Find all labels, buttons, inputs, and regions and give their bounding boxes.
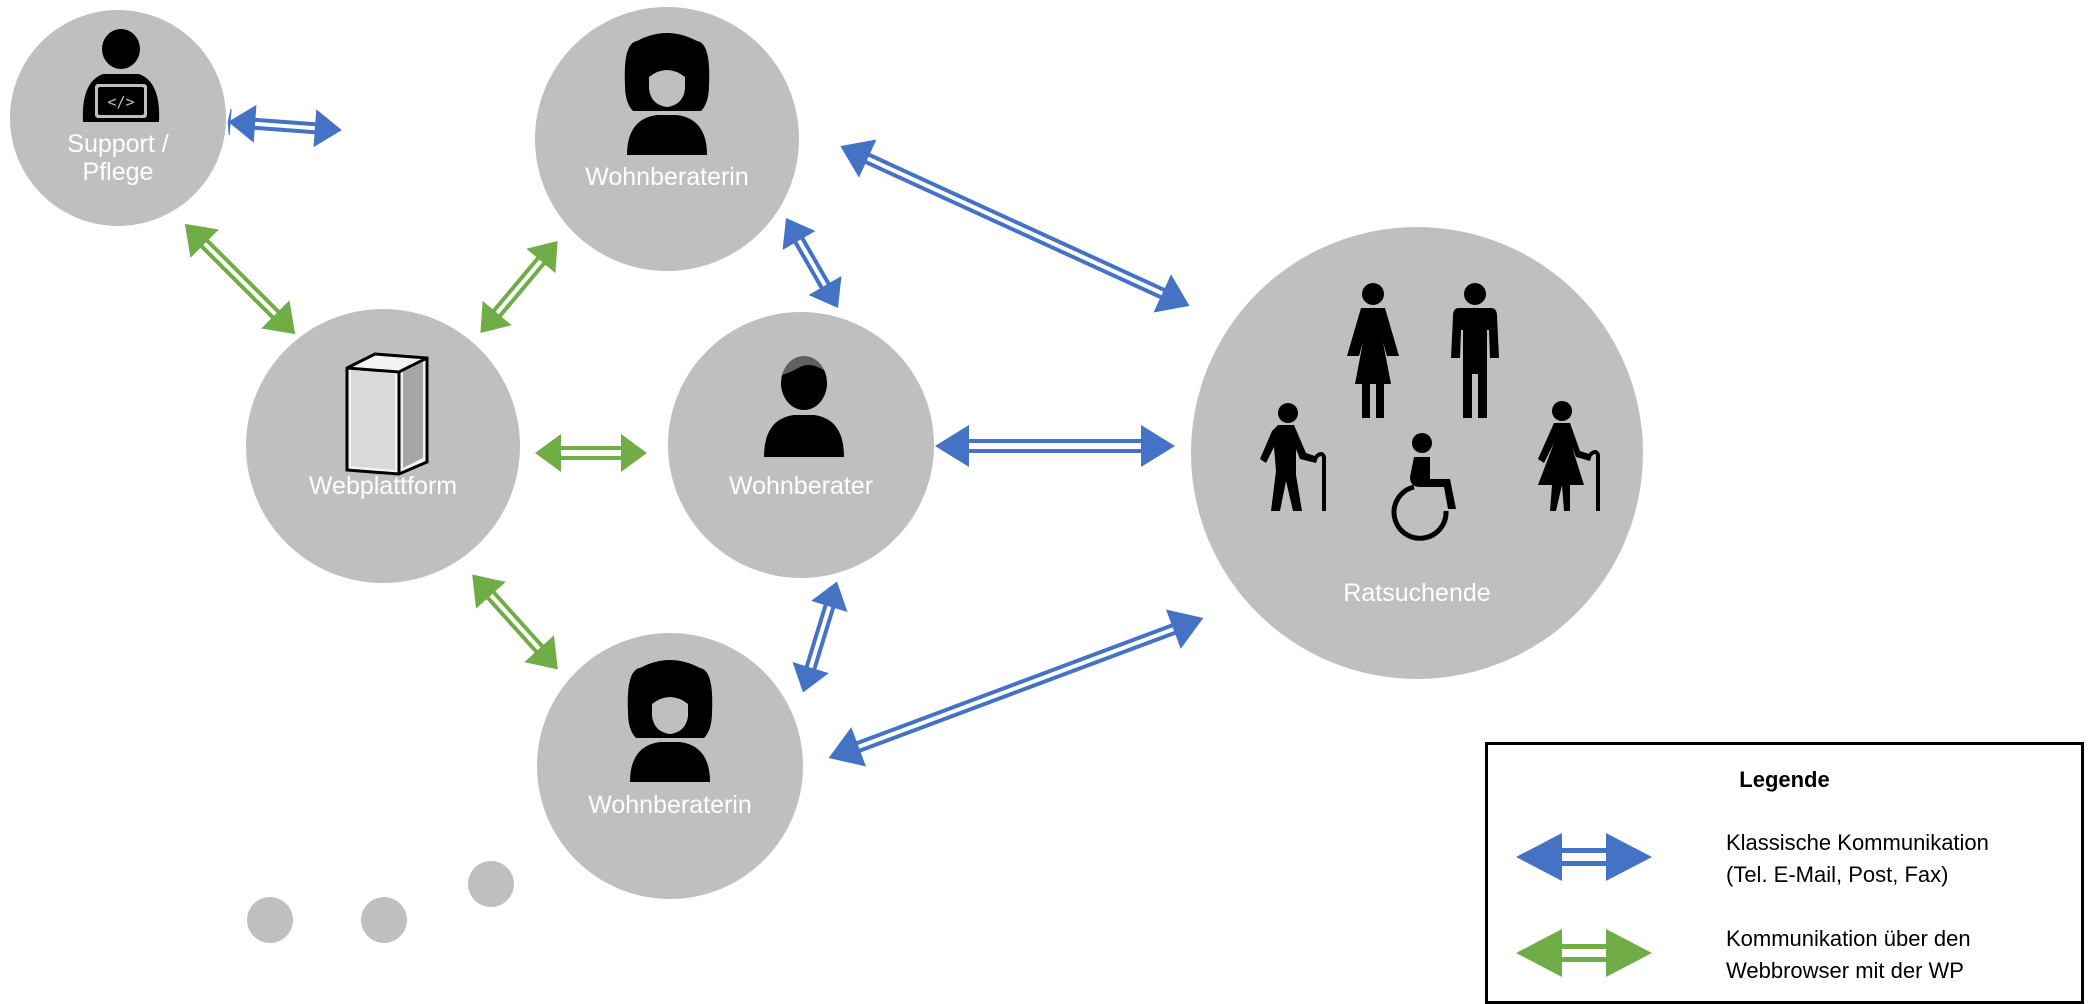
node-wohnberater-label: Wohnberater	[729, 472, 873, 500]
ellipsis-dots	[247, 861, 514, 943]
arrow-wohnberater-ratsuchende	[935, 425, 1175, 467]
node-wohnberaterin-bottom-label: Wohnberaterin	[588, 791, 752, 819]
node-wohnberaterin-top: Wohnberaterin	[535, 7, 799, 271]
legend-classic-line2: (Tel. E-Mail, Post, Fax)	[1726, 862, 1949, 887]
legend-item-web: Kommunikation über den Webbrowser mit de…	[1516, 923, 2071, 989]
legend-classic-line1: Klassische Kommunikation	[1726, 830, 1989, 855]
classic-arrows	[227, 104, 1204, 767]
arrow-support-webplattform	[184, 223, 296, 335]
legend: Legende Klassische Kommunikation (Tel. E…	[1485, 742, 2084, 1004]
ellipsis-dot	[468, 861, 514, 907]
woman-icon	[624, 33, 710, 155]
node-webplattform: Webplattform	[246, 309, 520, 583]
svg-text:</>: </>	[107, 93, 134, 111]
arrow-webplattform-wohnberaterin-bottom	[472, 574, 558, 670]
arrow-support-wohnberaterin-top	[227, 104, 342, 148]
ellipsis-dot	[247, 897, 293, 943]
node-wohnberater: Wohnberater	[668, 312, 934, 578]
ellipsis-dot	[361, 897, 407, 943]
green-double-arrow-icon	[1516, 929, 1652, 977]
arrow-wohnberater-wohnberaterin-bottom	[792, 581, 848, 693]
legend-web-line2: Webbrowser mit der WP	[1726, 958, 1964, 983]
legend-item-classic: Klassische Kommunikation (Tel. E-Mail, P…	[1516, 827, 2071, 893]
legend-text-classic: Klassische Kommunikation (Tel. E-Mail, P…	[1726, 827, 1989, 891]
legend-text-web: Kommunikation über den Webbrowser mit de…	[1726, 923, 1971, 987]
woman-icon	[627, 660, 713, 782]
arrow-webplattform-wohnberater	[535, 434, 647, 472]
node-ratsuchende: Ratsuchende	[1191, 227, 1643, 679]
node-wohnberaterin-top-label: Wohnberaterin	[585, 163, 749, 191]
node-support-label-1: Support /	[67, 130, 169, 158]
node-ratsuchende-label: Ratsuchende	[1343, 579, 1490, 607]
developer-laptop-icon: </>	[82, 29, 160, 122]
web-arrows	[184, 223, 647, 670]
arrow-wohnberaterin-top-wohnberater	[782, 217, 842, 309]
node-wohnberaterin-bottom: Wohnberaterin	[537, 633, 803, 899]
node-webplattform-label: Webplattform	[309, 472, 457, 500]
legend-web-line1: Kommunikation über den	[1726, 926, 1971, 951]
arrow-webplattform-wohnberaterin-top	[480, 241, 558, 333]
blue-double-arrow-icon	[1516, 833, 1652, 881]
arrow-wohnberaterin-top-ratsuchende	[840, 139, 1190, 313]
arrow-wohnberaterin-bottom-ratsuchende	[828, 609, 1204, 767]
node-support: </> Support / Pflege	[10, 10, 226, 226]
legend-title: Legende	[1739, 767, 1830, 792]
node-support-label-2: Pflege	[83, 158, 154, 186]
server-icon	[345, 352, 429, 476]
